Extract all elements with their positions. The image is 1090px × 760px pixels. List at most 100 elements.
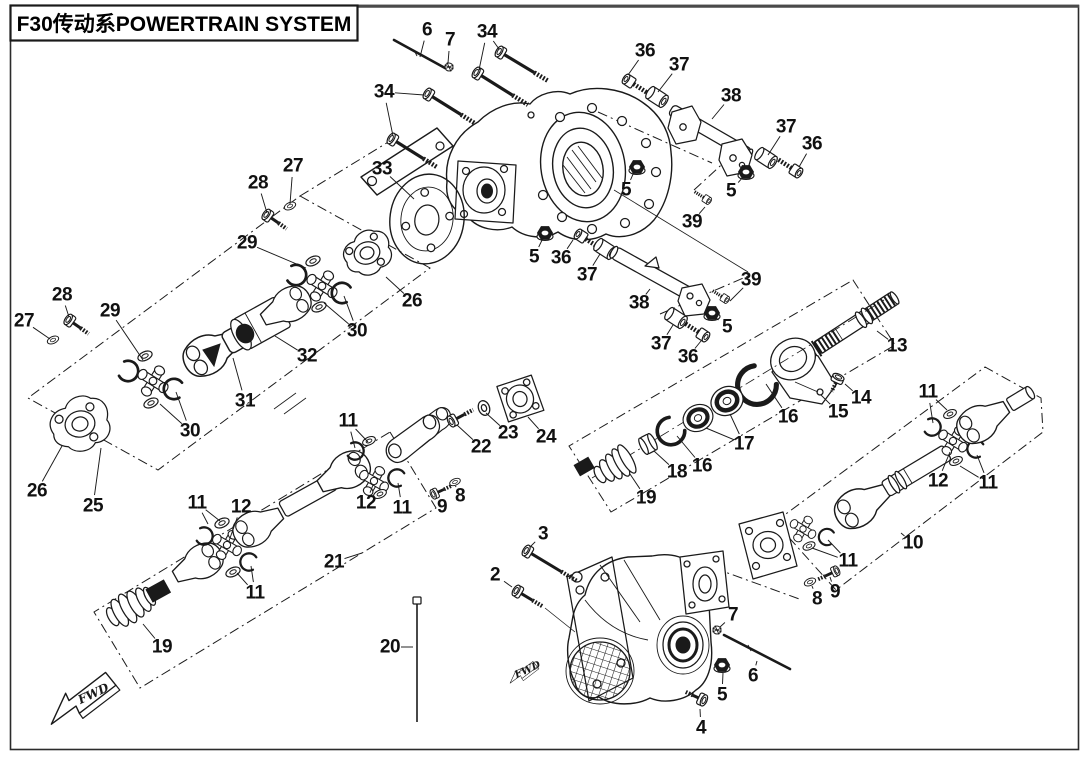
callout-number: 21: [324, 552, 345, 573]
callout-number: 31: [235, 391, 256, 412]
leader-line: [729, 287, 744, 302]
cover-bolt-lugs: [537, 102, 662, 235]
leader-line: [530, 541, 536, 547]
leader-line: [256, 246, 307, 269]
callout-number: 14: [851, 388, 872, 409]
leader-line: [657, 73, 673, 93]
callout-32: 32: [274, 335, 318, 367]
flange-nut: [713, 658, 731, 674]
leader-line: [260, 193, 268, 214]
callout-16: 16: [765, 383, 799, 428]
leader-line: [228, 517, 238, 542]
brake-disc: [389, 173, 465, 265]
callout-number: 34: [477, 22, 498, 43]
leader-line: [705, 427, 735, 441]
callout-number: 11: [187, 493, 207, 514]
callout-37: 37: [577, 253, 601, 286]
callout-number: 6: [422, 20, 432, 41]
leader-line: [629, 473, 641, 490]
driveshaft-flange-joint: [738, 509, 842, 589]
callout-26: 26: [27, 445, 63, 502]
leader-line: [289, 176, 293, 205]
callout-12: 12: [928, 451, 951, 492]
bearing-flange: [496, 374, 545, 423]
callout-12: 12: [228, 497, 252, 542]
callout-30: 30: [159, 391, 201, 442]
callout-7: 7: [719, 605, 739, 628]
callout-number: 6: [748, 666, 758, 687]
fwd-arrow-small: FWD: [505, 659, 543, 687]
washer: [477, 400, 491, 416]
leader-line: [456, 424, 474, 440]
flange-nut: [628, 160, 646, 176]
leader-line: [676, 435, 696, 458]
leader-line: [343, 295, 354, 321]
callout-8: 8: [811, 585, 823, 610]
callout-number: 19: [152, 637, 172, 658]
callout-number: 37: [669, 55, 689, 76]
leader-line: [811, 585, 814, 589]
leader-line: [722, 672, 724, 685]
callout-number: 2: [490, 565, 500, 586]
callout-8: 8: [455, 486, 466, 507]
callout-34: 34: [477, 22, 500, 71]
fwd-label: FWD: [512, 659, 542, 681]
callout-11: 11: [187, 493, 221, 525]
callout-number: 30: [180, 421, 200, 442]
callout-5: 5: [726, 176, 744, 202]
leader-line: [397, 482, 401, 498]
rear-gearbox-housing: [360, 87, 673, 241]
finned-cover: [569, 641, 631, 701]
callout-5: 5: [529, 237, 544, 268]
leader-line: [236, 572, 248, 586]
leader-line: [666, 324, 674, 335]
stabilizer-link-lower: [536, 227, 733, 344]
leader-line: [929, 402, 934, 424]
leader-line: [630, 171, 635, 181]
callout-36: 36: [798, 134, 823, 168]
leader-line: [767, 136, 781, 156]
callout-number: 3: [538, 524, 548, 545]
callout-number: 11: [392, 498, 412, 519]
callout-33: 33: [372, 159, 415, 200]
leader-line: [32, 326, 51, 340]
leader-line: [201, 512, 209, 525]
dashed-group-boxes: [27, 111, 1044, 689]
callout-11: 11: [236, 565, 266, 604]
leader-line: [175, 391, 187, 421]
leader-line: [711, 104, 725, 120]
callout-number: 10: [903, 533, 923, 554]
ball-bearing: [710, 385, 744, 417]
leader-line: [323, 302, 349, 325]
callout-number: 39: [682, 212, 702, 233]
leader-line: [355, 428, 369, 443]
seal-bore: [562, 141, 604, 197]
callout-number: 11: [978, 473, 998, 494]
callout-39: 39: [729, 270, 762, 302]
callout-25: 25: [83, 447, 104, 517]
callout-37: 37: [657, 55, 690, 93]
callout-20: 20: [380, 637, 413, 658]
callout-7: 7: [445, 30, 456, 64]
callout-number: 28: [248, 173, 268, 194]
callout-28: 28: [52, 285, 73, 318]
callout-11: 11: [392, 482, 413, 519]
leader-line: [765, 383, 783, 409]
leader-line: [394, 92, 425, 96]
leader-line: [538, 237, 544, 248]
leader-line: [389, 176, 415, 200]
long-rod: [392, 38, 447, 70]
callout-number: 26: [402, 291, 422, 312]
callout-number: 7: [728, 605, 738, 626]
leader-line: [503, 580, 513, 588]
leader-line: [827, 539, 841, 554]
callout-31: 31: [232, 357, 256, 412]
leader-line: [250, 565, 254, 583]
leader-line: [755, 660, 758, 666]
callout-28: 28: [248, 173, 269, 214]
callout-6: 6: [419, 20, 433, 58]
leader-line: [694, 340, 702, 349]
leader-line: [714, 316, 719, 321]
leader-line: [527, 416, 539, 430]
